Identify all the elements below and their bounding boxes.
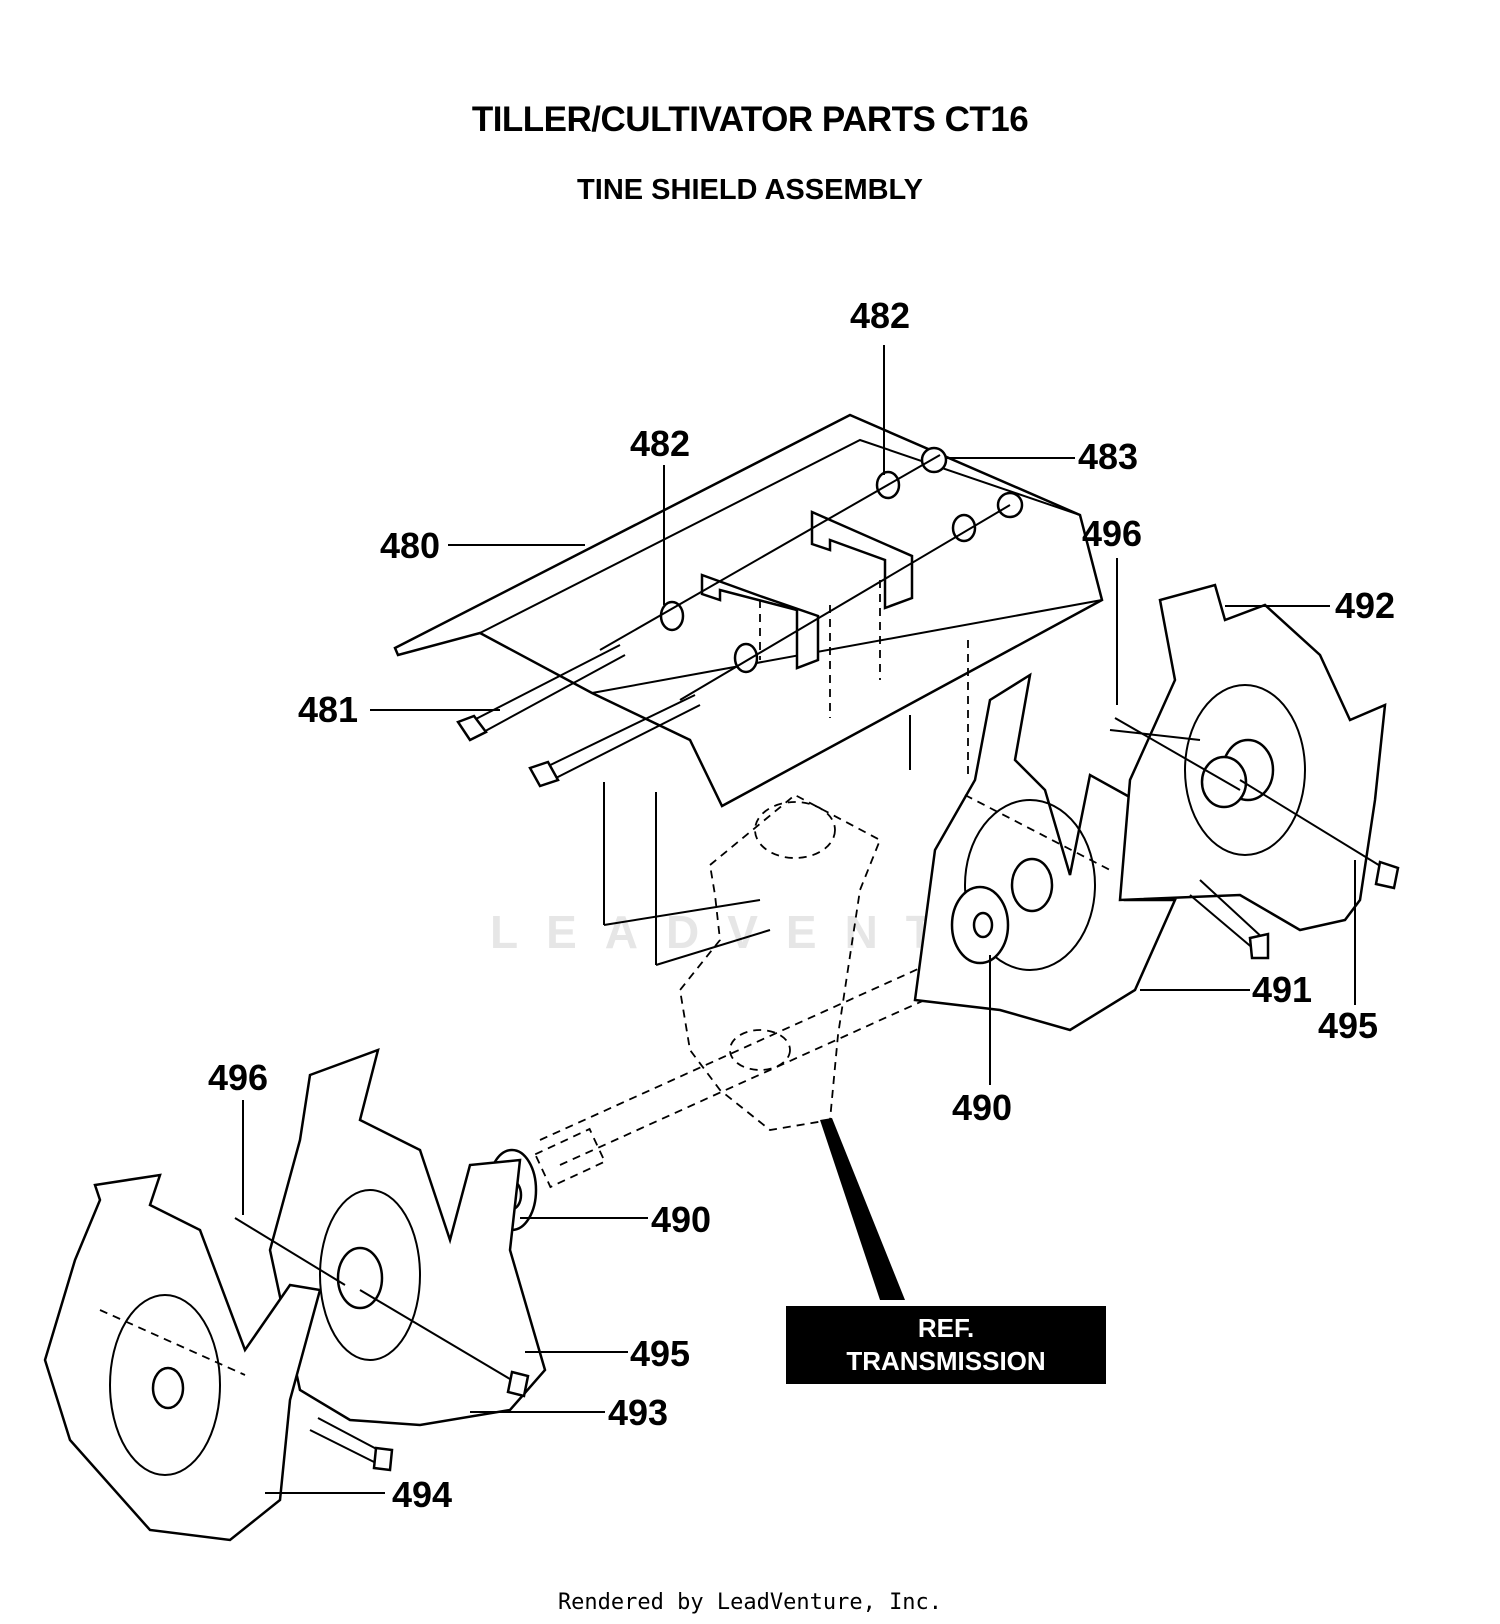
callout-483[interactable]: 483 — [1078, 436, 1139, 477]
tine-shaft — [534, 949, 981, 1189]
centerlines — [599, 454, 1011, 966]
callout-482-mid[interactable]: 482 — [630, 423, 691, 464]
tine-492 — [1118, 583, 1387, 932]
callout-493[interactable]: 493 — [608, 1392, 669, 1433]
hardware-right — [964, 717, 1400, 960]
callout-492[interactable]: 492 — [1335, 585, 1396, 626]
reference-transmission-box[interactable]: REF. TRANSMISSION — [786, 1306, 1106, 1384]
leader-lines — [242, 345, 1356, 1494]
transmission-label: TRANSMISSION — [846, 1346, 1046, 1376]
callout-495-right[interactable]: 495 — [1318, 1005, 1379, 1046]
nuts-483 — [920, 446, 1024, 519]
callout-491[interactable]: 491 — [1252, 969, 1313, 1010]
callout-482-top[interactable]: 482 — [850, 295, 911, 336]
callout-496-left[interactable]: 496 — [208, 1057, 269, 1098]
callout-495-left[interactable]: 495 — [630, 1333, 691, 1374]
tine-493 — [268, 1048, 547, 1427]
page-title: TILLER/CULTIVATOR PARTS CT16 — [471, 100, 1029, 139]
callout-490-left[interactable]: 490 — [651, 1199, 712, 1240]
transmission-housing — [679, 793, 882, 1131]
ref-pointer — [820, 1118, 905, 1300]
callout-490-right[interactable]: 490 — [952, 1087, 1013, 1128]
callout-494[interactable]: 494 — [392, 1474, 453, 1515]
callout-496-right[interactable]: 496 — [1082, 513, 1143, 554]
tine-shield-480 — [393, 413, 1104, 808]
page-subtitle: TINE SHIELD ASSEMBLY — [577, 174, 923, 206]
ref-label: REF. — [917, 1313, 975, 1343]
callout-481[interactable]: 481 — [298, 689, 359, 730]
callout-480[interactable]: 480 — [380, 525, 441, 566]
footer-credit: Rendered by LeadVenture, Inc. — [557, 1590, 943, 1615]
hardware-left — [99, 1217, 530, 1472]
tine-494 — [43, 1173, 322, 1542]
